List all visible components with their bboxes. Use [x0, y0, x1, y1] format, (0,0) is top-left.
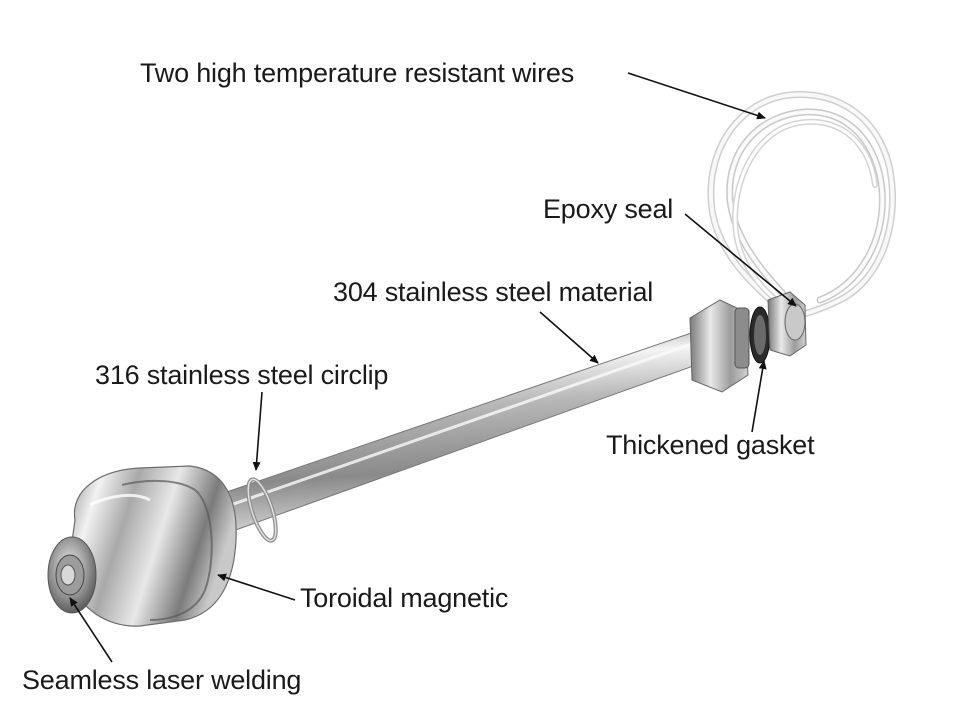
leader-steel [539, 311, 599, 364]
leader-gasket [751, 360, 767, 433]
label-wires: Two high temperature resistant wires [140, 58, 574, 88]
wire-loop [707, 90, 897, 322]
leader-wires [627, 72, 766, 120]
label-gasket: Thickened gasket [606, 430, 815, 460]
end-cap [47, 536, 97, 614]
label-steel-material: 304 stainless steel material [333, 277, 654, 307]
label-magnetic: Toroidal magnetic [300, 583, 509, 613]
leader-lines [69, 72, 797, 663]
leader-welding [69, 597, 113, 663]
circlip [246, 477, 278, 543]
label-welding: Seamless laser welding [22, 665, 302, 695]
nut-assembly [689, 291, 807, 393]
leader-magnetic [217, 573, 296, 601]
leader-circlip [252, 391, 263, 471]
label-epoxy-seal: Epoxy seal [543, 194, 674, 224]
label-circlip: 316 stainless steel circlip [95, 360, 389, 390]
float-body [67, 465, 237, 627]
leader-epoxy [684, 213, 797, 307]
